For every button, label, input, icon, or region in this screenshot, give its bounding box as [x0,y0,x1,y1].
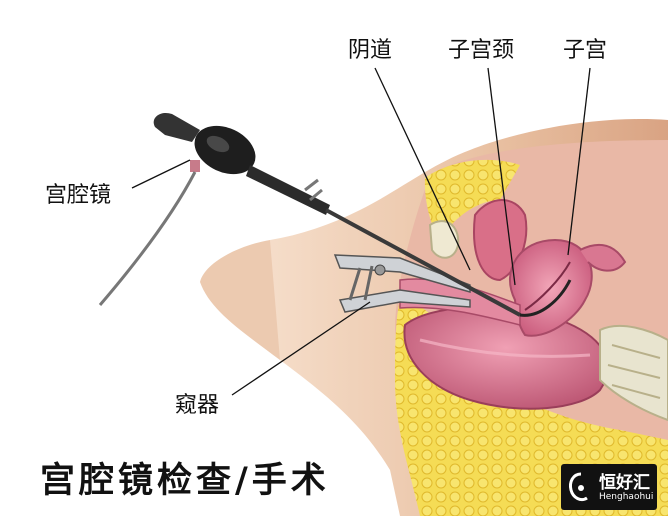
label-uterus: 子宫 [563,38,608,63]
fallopian-tube [579,243,627,272]
label-speculum: 窥器 [175,393,220,418]
label-cervix: 子宫颈 [448,38,515,63]
label-vagina: 阴道 [348,38,393,63]
watermark-logo: 恒好汇 Henghaohui [561,464,657,510]
uterine-cavity [524,261,571,311]
speculum [333,254,471,313]
pubic-bone [428,220,460,259]
watermark-name-en: Henghaohui [599,492,654,502]
fat-layer-upper [424,159,520,240]
label-hysteroscope: 宫腔镜 [45,183,112,208]
thigh-skin [200,240,280,360]
watermark-name-cn: 恒好汇 [599,473,650,493]
diagram-title: 宫腔镜检查/手术 [40,461,330,501]
logo-icon [569,472,588,502]
leader-lines [131,67,591,396]
hysteroscope [98,112,572,317]
